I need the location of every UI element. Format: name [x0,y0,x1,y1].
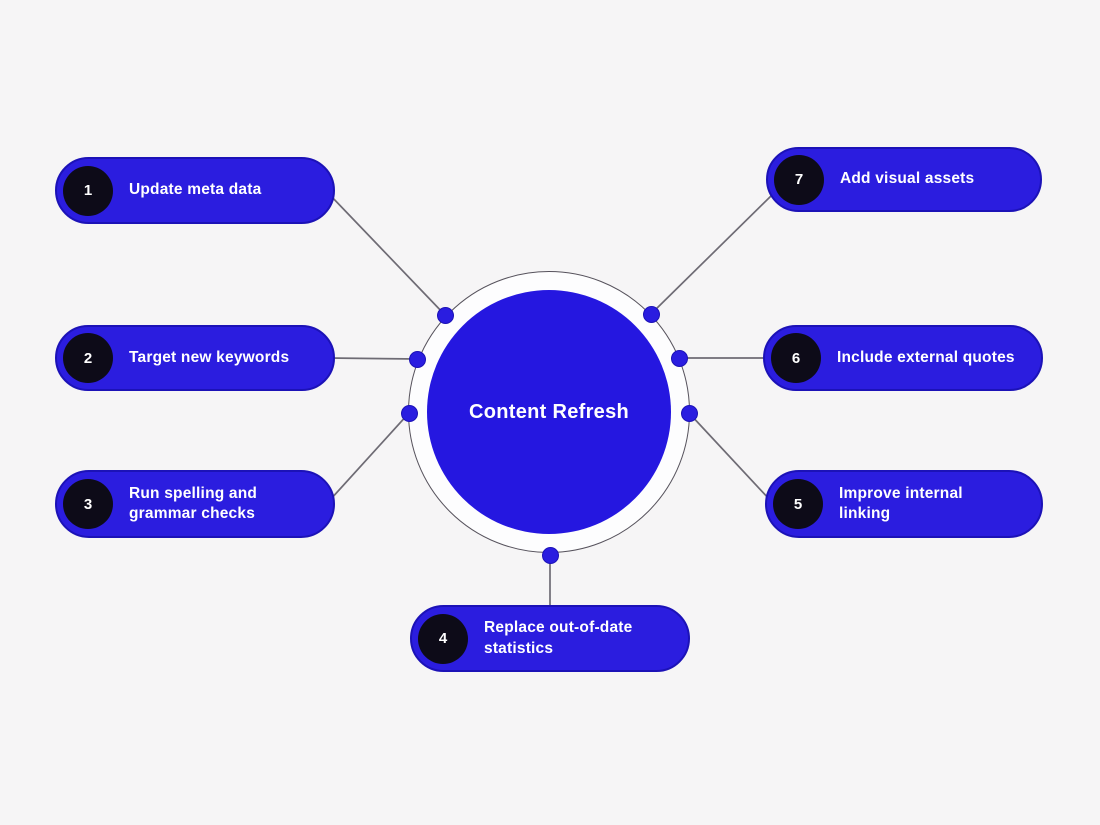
step-label: Include external quotes [837,348,1015,366]
step-pill-5: 5 Improve internal linking [765,470,1043,538]
step-label: Add visual assets [840,170,975,188]
connector-dot-2 [408,350,426,368]
step-number-badge: 2 [63,333,113,383]
step-label: Target new keywords [129,348,290,366]
connector-line-2 [327,357,418,360]
connector-line-5 [688,412,771,501]
step-label: Run spelling and grammar checks [129,484,258,522]
step-pill-1: 1 Update meta data [55,157,335,224]
step-pill-3: 3 Run spelling and grammar checks [55,470,335,538]
step-number-badge: 7 [774,154,824,205]
step-label: Replace out-of-date statistics [484,619,633,657]
step-pill-2: 2 Target new keywords [55,325,335,391]
hub-circle: Content Refresh [427,290,671,534]
step-number-badge: 5 [773,479,823,529]
step-number-badge: 6 [771,333,821,383]
connector-dot-3 [400,404,418,422]
step-number-badge: 4 [418,613,468,664]
step-label: Update meta data [129,181,262,199]
step-label: Improve internal linking [839,484,963,522]
connector-dot-7 [642,305,660,323]
connector-dot-1 [436,306,454,324]
step-pill-4: 4 Replace out-of-date statistics [410,605,690,672]
step-number-badge: 1 [63,165,113,216]
connector-line-1 [329,194,446,316]
step-number-badge: 3 [63,479,113,529]
connector-dot-5 [680,404,698,422]
step-pill-6: 6 Include external quotes [763,325,1043,391]
step-pill-7: 7 Add visual assets [766,147,1042,212]
connector-dot-6 [670,349,688,367]
connector-line-7 [650,194,773,315]
hub-label: Content Refresh [468,400,630,423]
connector-line-3 [329,412,410,501]
connector-dot-4 [541,546,559,564]
